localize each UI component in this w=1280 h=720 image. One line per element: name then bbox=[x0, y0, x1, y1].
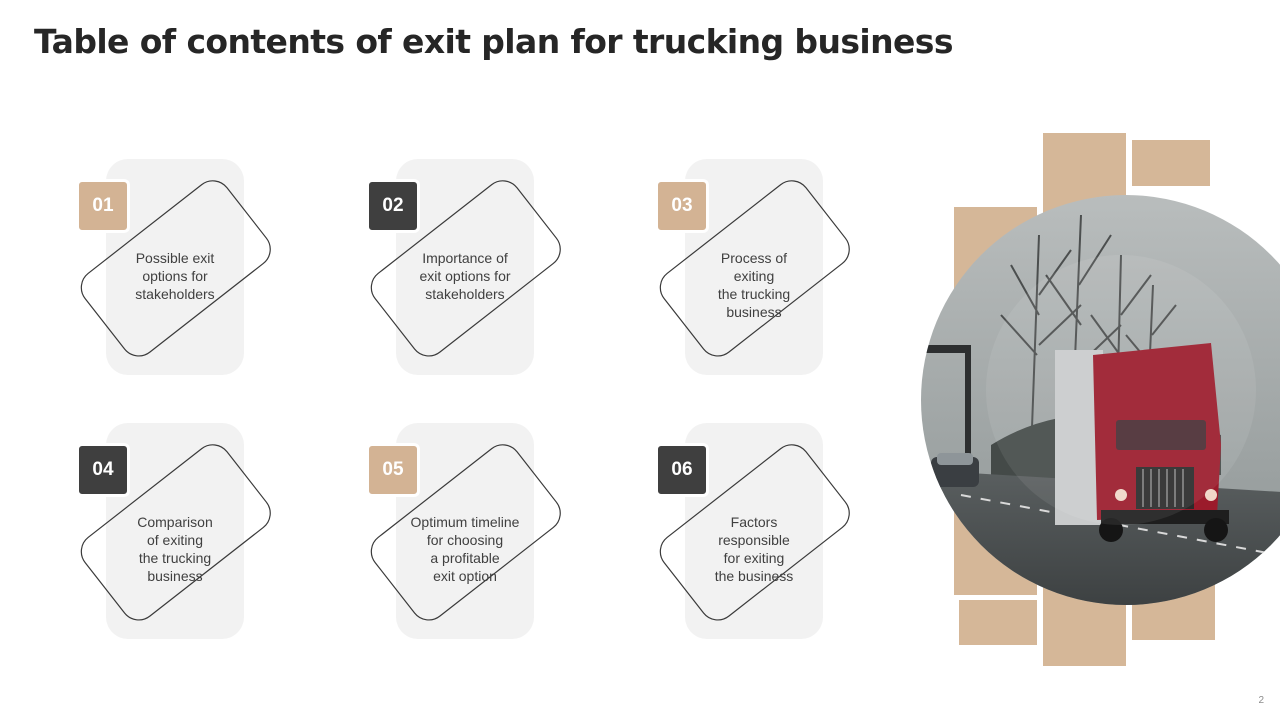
page-title: Table of contents of exit plan for truck… bbox=[34, 22, 953, 61]
item-label: Importance of exit options for stakehold… bbox=[419, 250, 511, 302]
item-number-badge: 04 bbox=[76, 443, 130, 497]
page-number: 2 bbox=[1258, 695, 1264, 706]
item-number-badge: 02 bbox=[366, 179, 420, 233]
rotated-outline-frame bbox=[659, 180, 850, 357]
toc-item-1[interactable]: 01 Possible exit options for stakeholder… bbox=[58, 159, 298, 379]
item-number-badge: 01 bbox=[76, 179, 130, 233]
toc-item-4[interactable]: 04 Comparison of exiting the trucking bu… bbox=[58, 423, 298, 643]
item-number-badge: 05 bbox=[366, 443, 420, 497]
rotated-outline-frame bbox=[659, 444, 850, 621]
rotated-outline-frame bbox=[370, 444, 561, 621]
decorative-block bbox=[1132, 140, 1210, 186]
toc-item-2[interactable]: 02 Importance of exit options for stakeh… bbox=[348, 159, 588, 379]
item-label: Optimum timeline for choosing a profitab… bbox=[410, 514, 520, 584]
rotated-outline-frame bbox=[80, 444, 271, 621]
item-label: Factors responsible for exiting the busi… bbox=[714, 514, 794, 584]
item-number-badge: 06 bbox=[655, 443, 709, 497]
rotated-outline-frame bbox=[80, 180, 271, 357]
item-number-badge: 03 bbox=[655, 179, 709, 233]
toc-item-6[interactable]: 06 Factors responsible for exiting the b… bbox=[637, 423, 877, 643]
decorative-block bbox=[959, 600, 1037, 645]
item-label: Possible exit options for stakeholders bbox=[135, 250, 215, 302]
toc-item-3[interactable]: 03 Process of exiting the trucking busin… bbox=[637, 159, 877, 379]
item-label: Comparison of exiting the trucking busin… bbox=[137, 514, 213, 584]
red-truck-on-highway-photo-icon bbox=[921, 195, 1280, 605]
item-label: Process of exiting the trucking business bbox=[717, 250, 791, 320]
rotated-outline-frame bbox=[370, 180, 561, 357]
truck-photo bbox=[921, 195, 1280, 605]
toc-item-5[interactable]: 05 Optimum timeline for choosing a profi… bbox=[348, 423, 588, 643]
